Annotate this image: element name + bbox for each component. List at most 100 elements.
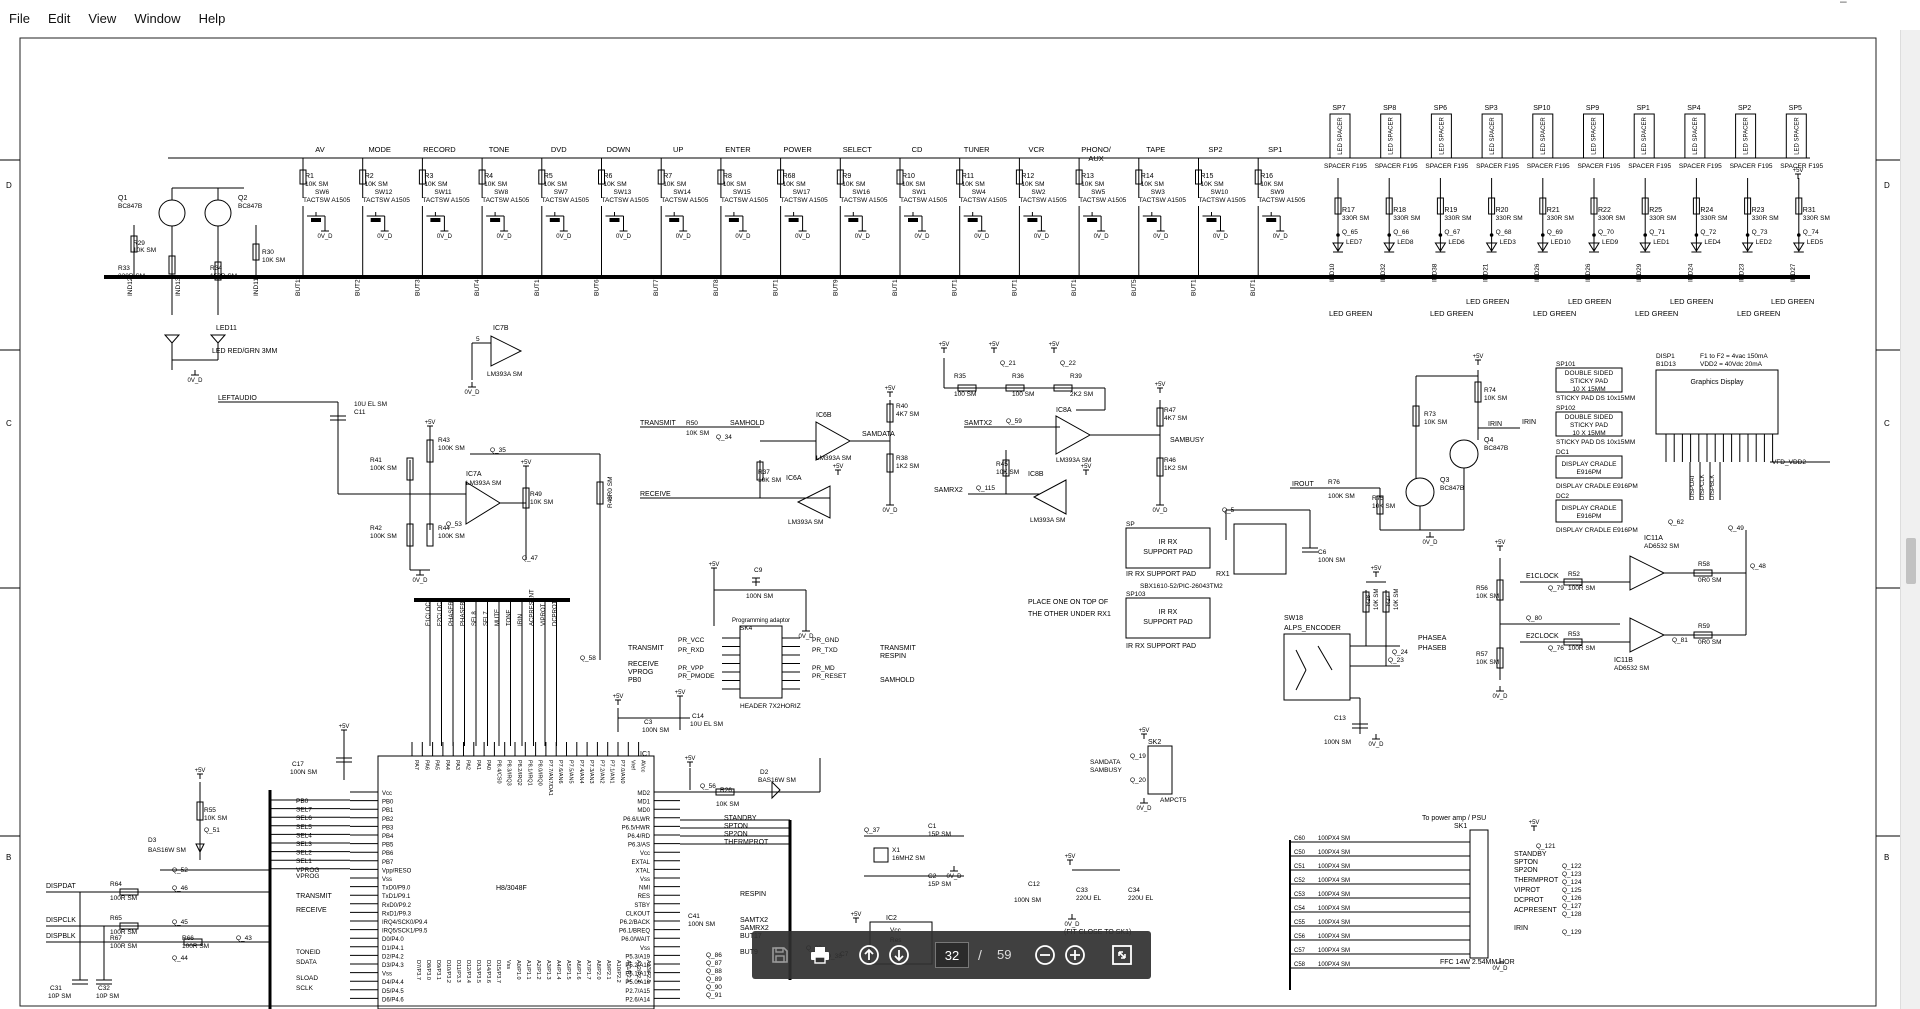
resistor-value: 1K2 SM (1164, 465, 1187, 472)
mcu-pin: Vref (629, 760, 635, 770)
resistor-ref: R59 (1698, 623, 1710, 630)
supply-label: +5V (1473, 354, 1484, 360)
opamp-ref: IC11B (1614, 657, 1633, 664)
resistor-value: 100R SM (110, 895, 137, 902)
ir-support-pad (1125, 527, 1211, 569)
resistor-ref: R21 (1547, 207, 1560, 214)
mcu-pin: PB2 (382, 817, 394, 823)
tact-switch (311, 218, 321, 222)
display-cradle (1555, 499, 1623, 523)
opamp-ic8a (1055, 415, 1092, 455)
spacer-ref: SP5 (1789, 105, 1802, 112)
ir-receiver-rx1 (1233, 523, 1287, 575)
capacitor-value: 10P SM (96, 993, 119, 1000)
opamp-type: AD6532 SM (1644, 543, 1679, 550)
led-ref: LED10 (1551, 239, 1571, 246)
row-marker-c-right: C (1884, 419, 1890, 428)
resistor-value: 10K SM (663, 181, 686, 188)
led-symbol (163, 334, 181, 344)
net-label: PR_RESET (812, 673, 846, 680)
switch-ref: SW2 (1031, 189, 1045, 196)
net-label: DISPCLK (46, 917, 76, 924)
testpoint-label: Q_24 (1392, 649, 1408, 656)
wire (1295, 669, 1307, 691)
switch-type: TACTSW A1505 (1258, 197, 1306, 204)
connector-ref: SK1 (1454, 823, 1467, 830)
net-label: IND29 (1636, 263, 1643, 282)
ground-label: 0V_D (464, 390, 480, 396)
net-label: DISPDAT (1690, 474, 1696, 500)
transistor-q3 (1405, 477, 1435, 507)
ground-label: 0V_D (855, 234, 871, 240)
capacitor-ref: C56 (1294, 934, 1306, 940)
menu-file[interactable]: File (9, 11, 30, 26)
testpoint-label: Q_71 (1649, 229, 1665, 236)
testpoint-label: Q_81 (1672, 637, 1688, 644)
row-marker-c: C (6, 419, 12, 428)
connector-type: FFC 14W 2.54MM HOR (1440, 959, 1515, 966)
spacer-type: LED SPACER (1338, 117, 1344, 155)
resistor-value: 10K SM (686, 430, 709, 437)
capacitor-ref: C14 (692, 713, 704, 720)
page-number-input[interactable] (935, 942, 969, 968)
mcu-pin: P7.2/AN2 (598, 760, 604, 784)
net-label: E2CLOCK (1526, 633, 1559, 640)
mcu-pin: P2.6/A14 (625, 997, 650, 1003)
print-button[interactable] (802, 931, 838, 979)
tact-switch (370, 218, 381, 222)
net-label: PR_VPP (678, 665, 704, 672)
menu-view[interactable]: View (88, 11, 117, 26)
mcu-pin: D15/P3.7 (495, 960, 501, 983)
net-label: IND27 (1790, 263, 1797, 282)
save-button[interactable] (762, 931, 798, 979)
zoom-in-button[interactable] (1060, 931, 1090, 979)
net-label: RECEIVE (628, 661, 659, 668)
minimize-button[interactable]: – (1840, 0, 1847, 8)
net-label: BUT5 (1131, 279, 1138, 296)
resistor-ref: R8 (723, 173, 732, 180)
menu-help[interactable]: Help (198, 11, 226, 26)
opamp-ic7a (465, 481, 501, 525)
net-label: IND12 (127, 277, 134, 296)
led-symbol (1792, 242, 1805, 252)
resistor (478, 169, 486, 185)
transistor-q4 (1449, 439, 1479, 469)
zoom-out-button[interactable] (1030, 931, 1060, 979)
mcu-pin: PA0 (485, 760, 491, 770)
resistor-ref: R15 (1201, 173, 1214, 180)
bus-signal-label: SEL8 (472, 611, 478, 626)
spacer-label: SPACER F195 (1628, 163, 1671, 170)
scroll-thumb[interactable] (1906, 538, 1916, 584)
title-bar: – (0, 0, 1920, 8)
resistor (119, 922, 139, 930)
junction-dot (1745, 233, 1750, 237)
net-label: IND26 (1534, 263, 1541, 282)
resistor-ref: R20 (1496, 207, 1509, 214)
led-symbol (1332, 242, 1344, 252)
resistor (1488, 197, 1496, 215)
resistor (1692, 197, 1700, 215)
vertical-scrollbar[interactable] (1900, 30, 1920, 1009)
fit-page-button[interactable] (1104, 931, 1140, 979)
menu-window[interactable]: Window (134, 11, 181, 26)
mcu-pin: RxD0/P9.2 (382, 903, 412, 909)
net-label: PR_PMODE (678, 673, 715, 680)
capacitor-value: 100PX4 SM (1318, 878, 1350, 884)
next-page-button[interactable] (884, 931, 914, 979)
testpoint-label: Q_47 (522, 555, 538, 562)
resistor-value: 10K SM (1374, 589, 1380, 610)
switch-function-label: ENTER (725, 145, 751, 154)
arrow-down-circle-icon (889, 945, 909, 965)
previous-page-button[interactable] (854, 931, 884, 979)
spacer-ref: SP9 (1586, 105, 1599, 112)
menu-edit[interactable]: Edit (47, 11, 71, 26)
resistor-value: 330R SM (1752, 215, 1779, 222)
led-spacer (1481, 113, 1503, 159)
supply-label: +5V (1155, 382, 1166, 388)
mcu-pin: P8.3/IRQ3 (506, 760, 512, 786)
net-label: BUT7 (653, 279, 660, 296)
net-label: SPTON (724, 823, 748, 830)
led-green-label: LED GREEN (1568, 297, 1611, 306)
ground-label: 0V_D (1034, 234, 1050, 240)
